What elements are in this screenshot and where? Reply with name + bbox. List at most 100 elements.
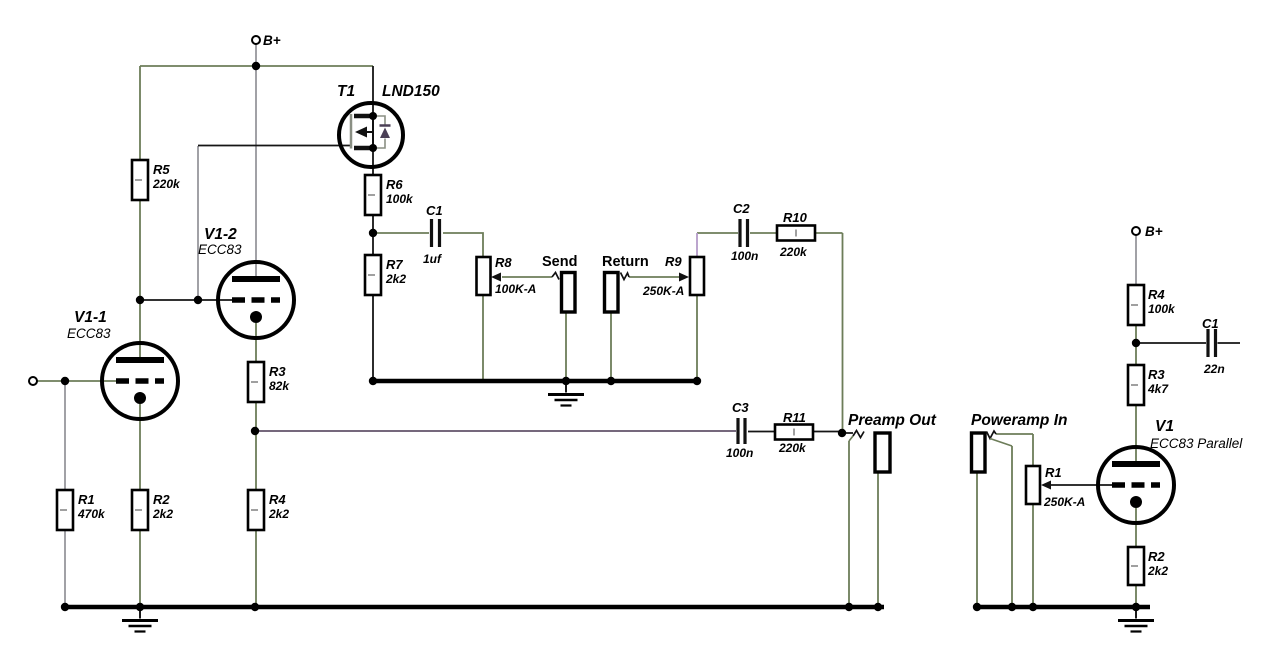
ground-symbol-fx — [548, 381, 584, 407]
svg-text:2k2: 2k2 — [1147, 564, 1168, 578]
tube-ref: V1 — [1155, 418, 1174, 435]
resistor-r1-left: R1 470k — [55, 488, 106, 532]
tube-v1-1: V1-1 ECC83 — [67, 309, 180, 421]
jack-send: Send — [542, 254, 577, 314]
tip-contact — [551, 270, 560, 280]
input-terminal — [28, 376, 38, 386]
resistor-r5: R5 220k — [130, 158, 181, 202]
send-label: Send — [542, 254, 577, 270]
bplus-terminal-left: B+ — [251, 33, 281, 48]
svg-text:250K-A: 250K-A — [1043, 495, 1085, 509]
transistor-type: LND150 — [382, 83, 440, 100]
svg-text:R2: R2 — [1148, 549, 1165, 564]
svg-text:220k: 220k — [778, 441, 807, 455]
wires-gray — [64, 44, 1137, 607]
svg-text:R5: R5 — [153, 162, 170, 177]
svg-text:100k: 100k — [1148, 302, 1176, 316]
poweramp-in-label: Poweramp In — [971, 412, 1067, 429]
return-label: Return — [602, 254, 649, 270]
tip-contact — [985, 429, 997, 441]
body-diode-triangle — [380, 127, 390, 138]
transistor-ref: T1 — [337, 83, 355, 100]
svg-text:C1: C1 — [1202, 316, 1219, 331]
wiper-arrow — [1041, 480, 1051, 490]
resistor-r7: R7 2k2 — [363, 253, 406, 297]
resistor-r4-left: R4 2k2 — [246, 488, 289, 532]
svg-text:R7: R7 — [386, 257, 403, 272]
svg-text:2k2: 2k2 — [152, 507, 173, 521]
pot-r1-right: R1 250K-A — [1024, 464, 1085, 509]
tube-type: ECC83 — [67, 326, 111, 341]
svg-text:R6: R6 — [386, 177, 403, 192]
resistor-r4-right: R4 100k — [1126, 283, 1176, 327]
resistor-r6: R6 100k — [363, 173, 414, 217]
wiper-arrow — [491, 272, 501, 282]
svg-text:R3: R3 — [269, 364, 286, 379]
svg-text:R8: R8 — [495, 255, 512, 270]
cathode — [1130, 496, 1142, 508]
svg-text:220k: 220k — [779, 245, 808, 259]
svg-text:250K-A: 250K-A — [642, 284, 684, 298]
capacitor-c2: C2 100n — [731, 201, 758, 263]
resistor-r11: R11 220k — [773, 410, 815, 455]
junction-dots — [60, 61, 1141, 612]
wiper-arrow — [679, 272, 689, 282]
resistor-r2-left: R2 2k2 — [130, 488, 173, 532]
resistor-r2-right: R2 2k2 — [1126, 545, 1168, 587]
jack-poweramp-in: Poweramp In — [969, 412, 1067, 474]
mosfet-t1: T1 LND150 — [337, 83, 440, 169]
svg-text:100K-A: 100K-A — [495, 282, 536, 296]
tip-contact — [619, 270, 630, 282]
svg-text:C1: C1 — [426, 203, 443, 218]
svg-text:R1: R1 — [1045, 465, 1062, 480]
tube-type: ECC83 — [198, 242, 242, 257]
tube-ref: V1-2 — [204, 226, 237, 243]
tube-v1-2: V1-2 ECC83 — [198, 226, 296, 340]
svg-text:R9: R9 — [665, 254, 682, 269]
switch-contact — [989, 437, 1013, 447]
svg-text:2k2: 2k2 — [385, 272, 406, 286]
svg-text:1uf: 1uf — [423, 252, 442, 266]
wires-green — [37, 65, 1137, 607]
svg-text:220k: 220k — [152, 177, 181, 191]
tube-v1-right: V1 ECC83 Parallel — [1096, 418, 1243, 525]
svg-text:R1: R1 — [78, 492, 95, 507]
resistor-r10: R10 220k — [775, 210, 817, 259]
cathode — [134, 392, 146, 404]
capacitor-c3: C3 100n — [726, 400, 753, 460]
capacitor-c1-left: C1 1uf — [423, 203, 443, 266]
svg-text:R3: R3 — [1148, 367, 1165, 382]
svg-text:R4: R4 — [1148, 287, 1165, 302]
resistor-r3-right: R3 4k7 — [1126, 363, 1169, 407]
svg-text:470k: 470k — [77, 507, 106, 521]
pot-r9: R9 250K-A — [642, 254, 706, 298]
svg-text:R4: R4 — [269, 492, 286, 507]
svg-text:4k7: 4k7 — [1147, 382, 1169, 396]
tip-contact — [852, 428, 865, 440]
svg-text:R10: R10 — [783, 210, 808, 225]
svg-text:C3: C3 — [732, 400, 749, 415]
svg-text:C2: C2 — [733, 201, 750, 216]
resistor-r3-left: R3 82k — [246, 360, 290, 404]
svg-text:100n: 100n — [731, 249, 758, 263]
jack-return: Return — [602, 254, 649, 314]
svg-text:100n: 100n — [726, 446, 753, 460]
body-connector — [367, 116, 374, 148]
svg-text:2k2: 2k2 — [268, 507, 289, 521]
capacitor-c1-right: C1 22n — [1202, 316, 1225, 376]
svg-text:R2: R2 — [153, 492, 170, 507]
svg-text:22n: 22n — [1203, 362, 1225, 376]
preamp-out-label: Preamp Out — [848, 412, 937, 429]
cathode — [250, 311, 262, 323]
svg-text:R11: R11 — [783, 410, 806, 425]
bplus-terminal-right: B+ — [1131, 224, 1163, 239]
switch-contact — [848, 435, 854, 442]
svg-text:100k: 100k — [386, 192, 414, 206]
svg-text:82k: 82k — [269, 379, 290, 393]
jack-preamp-out: Preamp Out — [848, 412, 937, 474]
pot-r8: R8 100K-A — [475, 255, 536, 297]
tube-type: ECC83 Parallel — [1150, 436, 1243, 451]
tube-ref: V1-1 — [74, 309, 107, 326]
bplus-label-left: B+ — [263, 33, 281, 48]
